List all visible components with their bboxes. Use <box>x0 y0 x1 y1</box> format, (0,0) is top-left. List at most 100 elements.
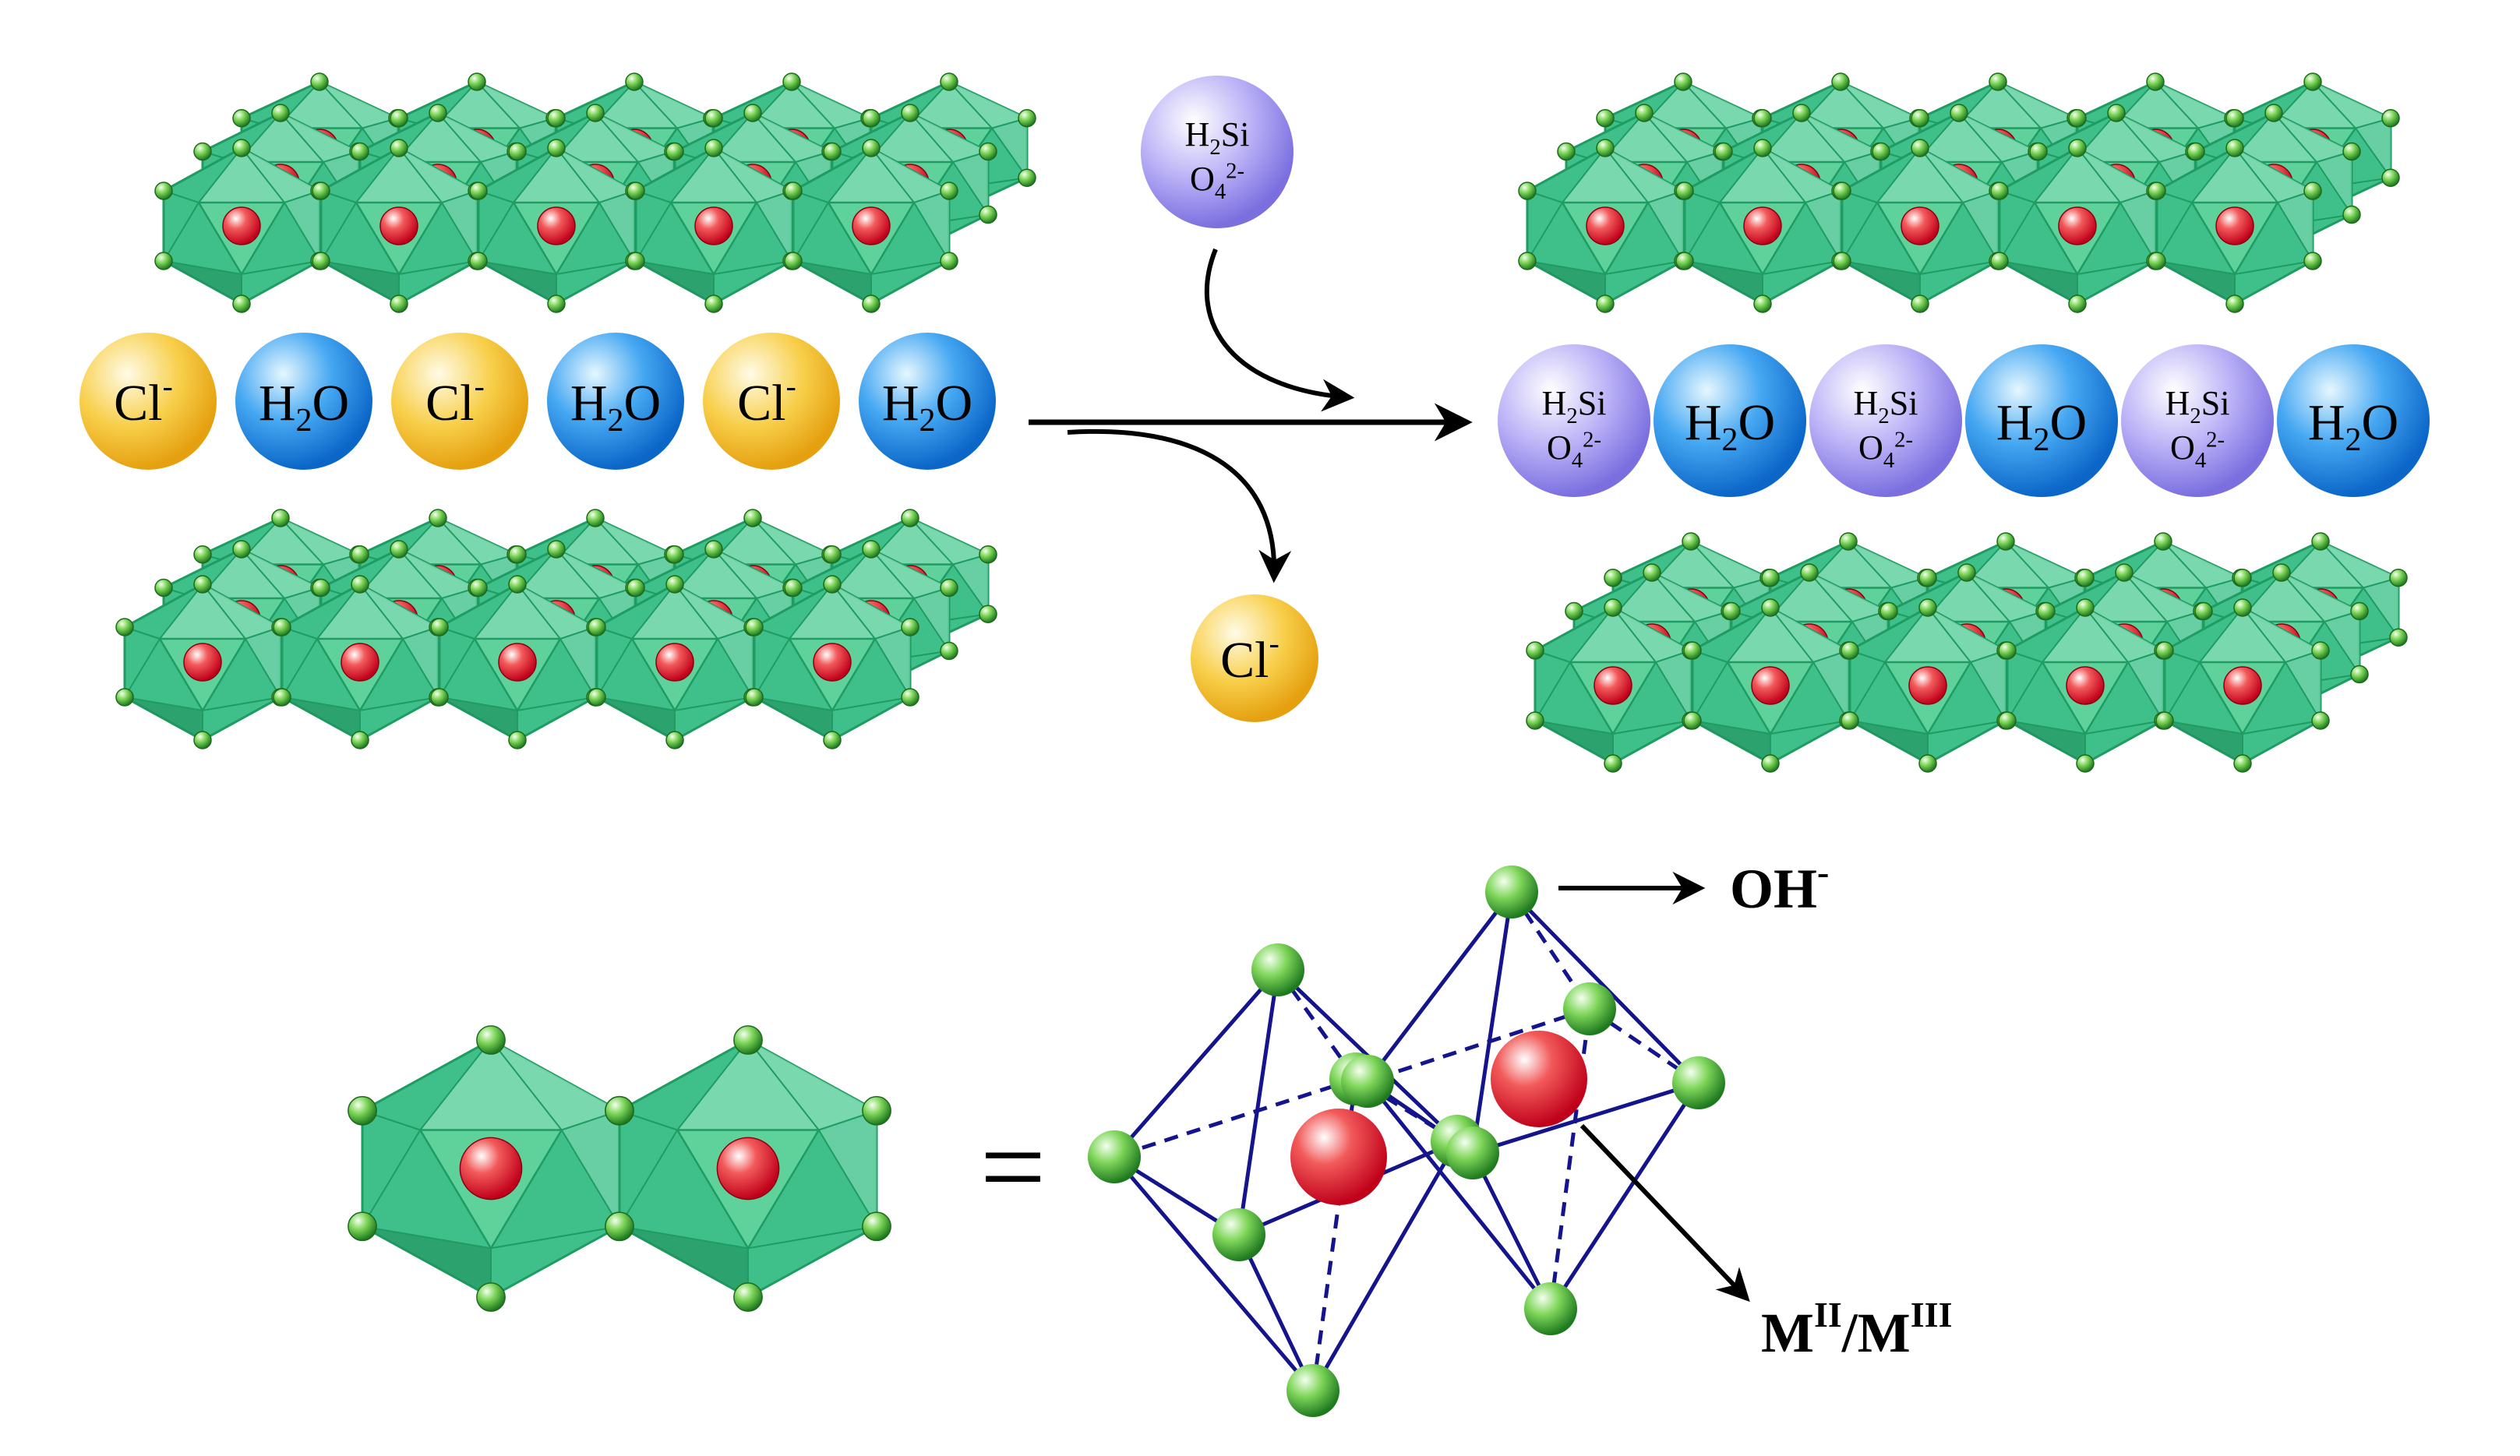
metal-hydroxide-octahedron <box>1833 139 2007 313</box>
hydroxide-vertex <box>429 509 447 527</box>
hydroxide-vertex <box>390 109 408 128</box>
hydroxide-vertex <box>704 540 723 559</box>
water-label: H2O <box>882 375 972 439</box>
hydroxide-vertex <box>1526 711 1544 730</box>
hydroxide-vertex <box>1557 142 1576 161</box>
hydroxide-vertex <box>2194 601 2213 621</box>
water-ion: H2O <box>235 333 372 470</box>
hydroxide-vertex <box>743 509 762 527</box>
metal-ion <box>459 1137 523 1200</box>
hydroxide-vertex <box>232 540 251 559</box>
hydroxide-vertex <box>2342 205 2361 224</box>
hydroxide-vertex <box>862 1095 891 1126</box>
hydroxide-vertex <box>2155 641 2174 660</box>
hydroxide-vertex <box>508 575 527 594</box>
hydroxide-vertex <box>508 545 527 564</box>
hydroxide-vertex <box>1596 109 1615 128</box>
metal-hydroxide-octahedron <box>1841 598 2015 773</box>
hydroxide-vertex <box>901 688 919 707</box>
hydroxide-vertex <box>232 294 251 313</box>
chloride-ion: Cl- <box>391 333 528 470</box>
hydroxide-sphere <box>1088 1130 1141 1183</box>
hydroxide-vertex <box>1918 569 1937 587</box>
hydroxide-vertex <box>1604 598 1622 617</box>
hydroxide-vertex <box>2076 598 2095 617</box>
hydroxide-vertex <box>1841 641 1859 660</box>
metal-hydroxide-octahedron <box>1518 139 1692 313</box>
hydroxide-vertex <box>940 72 958 91</box>
hydroxide-vertex <box>823 731 842 749</box>
metal-hydroxide-octahedron <box>605 1025 891 1312</box>
hydroxide-vertex <box>429 104 447 122</box>
hydroxide-vertex <box>1990 182 2009 200</box>
hydroxide-vertex <box>2148 252 2166 270</box>
hydroxide-label: OH- <box>1730 852 1829 920</box>
hydroxide-vertex <box>940 182 958 200</box>
hydroxide-vertex <box>1635 104 1654 122</box>
metal-hydroxide-octahedron <box>430 575 605 749</box>
hydroxide-vertex <box>469 578 488 598</box>
hydroxide-sphere <box>1485 865 1538 918</box>
hydroxide-vertex <box>1683 641 1702 660</box>
hydroxide-vertex <box>312 578 330 598</box>
hydroxide-vertex <box>1682 532 1700 551</box>
silicate-label-line2: O42- <box>1858 428 1913 473</box>
hydroxide-vertex <box>193 731 212 749</box>
metal-ion <box>498 643 537 682</box>
wireframe-edge <box>1237 969 1280 1236</box>
silicate-label-line1: H2Si <box>1185 115 1250 160</box>
hydroxide-vertex <box>704 294 723 313</box>
wireframe-edge <box>1548 1081 1701 1310</box>
metal-hydroxide-octahedron <box>2148 139 2322 313</box>
metal-ion <box>341 643 379 682</box>
metal-ion <box>716 1137 780 1200</box>
reaction-arrows <box>1029 248 1473 583</box>
hydroxide-vertex <box>979 142 997 161</box>
hydroxide-vertex <box>1957 563 1976 582</box>
brucite-like-layer <box>1518 72 2400 313</box>
water-label: H2O <box>1685 394 1775 458</box>
hydroxide-vertex <box>665 142 684 161</box>
hydroxide-vertex <box>940 578 958 598</box>
hydroxide-vertex <box>1879 601 1898 621</box>
metal-hydroxide-octahedron <box>1683 598 1858 773</box>
hydroxide-vertex <box>390 139 408 157</box>
metal-hydroxide-octahedron <box>348 1025 634 1312</box>
hydroxide-vertex <box>1841 711 1859 730</box>
silicate-label-line2: O42- <box>1547 428 1601 473</box>
hydroxide-vertex <box>2342 142 2361 161</box>
chloride-label: Cl- <box>425 368 485 432</box>
hydroxide-vertex <box>1761 598 1780 617</box>
hydroxide-vertex <box>625 72 644 91</box>
hydroxide-vertex <box>1753 109 1772 128</box>
metal-cation-label: MII/MIII <box>1761 1295 1952 1364</box>
hydroxide-vertex <box>2029 142 2048 161</box>
hydroxide-vertex <box>476 1025 506 1055</box>
hydroxide-vertex <box>1831 72 1850 91</box>
hydroxide-vertex <box>193 545 212 564</box>
hydroxide-vertex <box>782 72 801 91</box>
hydroxide-vertex <box>154 578 173 598</box>
hydroxide-vertex <box>271 509 290 527</box>
hydroxide-vertex <box>940 641 958 661</box>
hydroxide-vertex <box>2272 563 2291 582</box>
water-ion: H2O <box>859 333 996 470</box>
hydroxide-vertex <box>1761 754 1780 773</box>
water-ion: H2O <box>1965 344 2118 497</box>
hydroxide-vertex <box>1989 72 2007 91</box>
water-label: H2O <box>1996 394 2087 458</box>
hydroxide-vertex <box>351 731 369 749</box>
hydroxide-vertex <box>2225 294 2244 313</box>
hydroxide-vertex <box>586 104 605 122</box>
hydroxide-vertex <box>1753 139 1772 157</box>
wireframe-edge <box>1114 1077 1357 1159</box>
wireframe-edge <box>1510 890 1700 1084</box>
water-ion: H2O <box>547 333 684 470</box>
hydroxide-vertex <box>1683 711 1702 730</box>
hydroxide-vertex <box>704 109 723 128</box>
hydroxide-vertex <box>469 182 488 200</box>
hydroxide-vertex <box>430 688 449 707</box>
